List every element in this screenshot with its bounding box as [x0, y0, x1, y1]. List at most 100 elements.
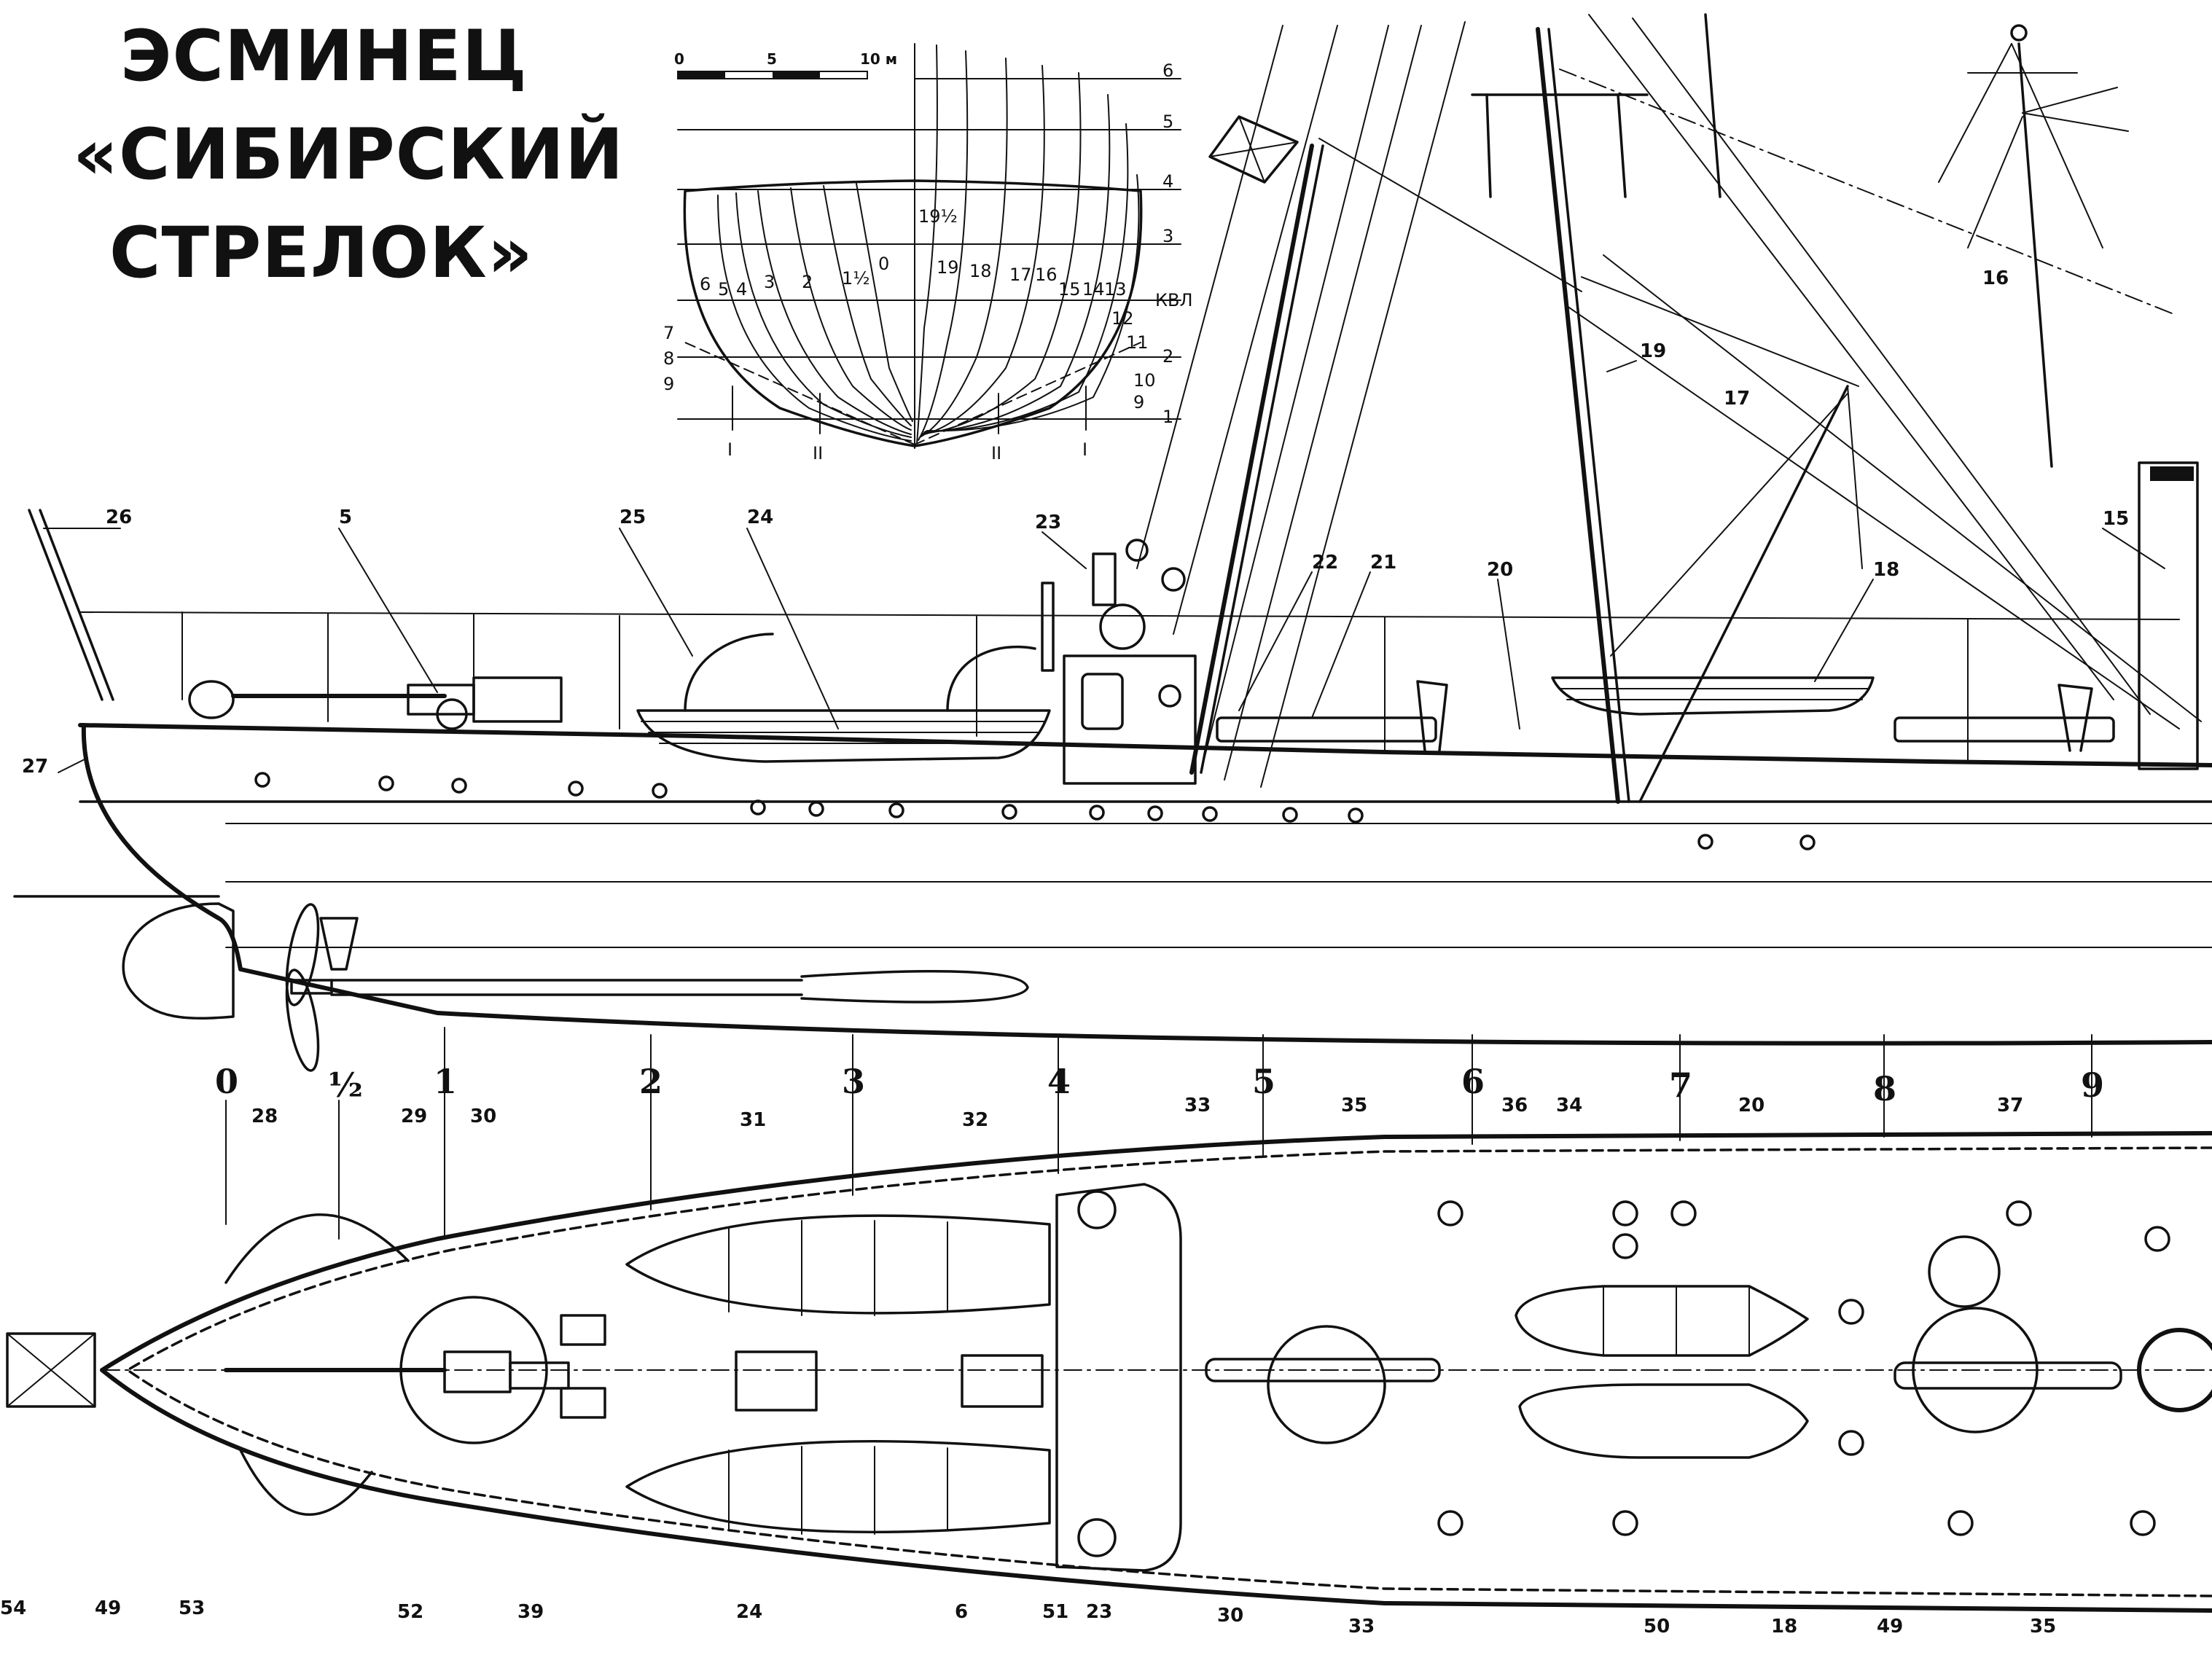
hull-side — [81, 723, 2212, 1046]
st-label: 19 — [937, 257, 959, 278]
callout-39: 39 — [517, 1601, 544, 1623]
callout-50: 50 — [1644, 1616, 1670, 1638]
st-label: 0 — [878, 254, 889, 274]
title-line-1: ЭСМИНЕЦ — [120, 15, 528, 97]
callout-22: 22 — [1312, 552, 1338, 574]
scale-bar: 0 5 10 м — [674, 50, 897, 79]
section-mark: I — [1082, 439, 1087, 460]
frame-5: 5 — [1252, 1062, 1275, 1101]
dinghy-plan — [1518, 1383, 1809, 1459]
callout-49-plan: 49 — [1877, 1616, 1903, 1638]
callout-33: 33 — [1184, 1095, 1211, 1116]
buttock-label: 8 — [663, 348, 674, 369]
callout-36: 36 — [1501, 1095, 1528, 1116]
frame-4: 4 — [1047, 1062, 1071, 1101]
scale-label-0: 0 — [674, 50, 684, 68]
portholes — [188, 680, 1816, 850]
hatch-37 — [1928, 1235, 2001, 1308]
stern-gun-icon — [231, 676, 563, 730]
callout-35: 35 — [1341, 1095, 1367, 1116]
frame-stations: 0 ½ 1 2 3 4 5 6 7 8 9 — [215, 1027, 2104, 1240]
callout-28: 28 — [251, 1106, 278, 1127]
callout-53: 53 — [179, 1597, 205, 1619]
whaleboat-profile — [636, 633, 1051, 763]
callout-18: 18 — [1873, 559, 1899, 581]
st-label: 19½ — [918, 206, 958, 227]
buttock-label: 9 — [1133, 392, 1144, 412]
st-label: 1½ — [842, 268, 870, 289]
scale-label-5: 5 — [767, 50, 777, 68]
bridge-structure — [1041, 539, 1197, 785]
title-line-3: СТРЕЛОК» — [109, 212, 534, 294]
aft-stations — [717, 183, 913, 442]
callout-31: 31 — [740, 1109, 766, 1131]
section-mark: II — [991, 443, 1001, 463]
wl-label-4: 4 — [1162, 171, 1173, 192]
buttock-labels: 7 8 9 12 11 10 9 — [663, 308, 1156, 412]
wl-label-5: 5 — [1162, 111, 1173, 132]
stern-grating — [6, 1332, 96, 1408]
section-mark: I — [727, 439, 732, 460]
rigging — [1136, 13, 2202, 804]
wl-label-2: 2 — [1162, 346, 1173, 367]
callout-25: 25 — [620, 506, 646, 528]
section-marks: I II II I — [727, 386, 1087, 463]
mizzen-mast — [2017, 42, 2053, 468]
buttock-label: 12 — [1111, 308, 1134, 329]
callout-54: 54 — [0, 1597, 26, 1619]
callout-18-plan: 18 — [1771, 1616, 1797, 1638]
callout-37: 37 — [1997, 1095, 2023, 1116]
callout-26: 26 — [106, 506, 132, 528]
buttock-label: 9 — [663, 374, 674, 394]
callout-51: 51 — [1042, 1601, 1068, 1623]
frame-8: 8 — [1873, 1069, 1896, 1108]
frame-3: 3 — [842, 1062, 865, 1101]
frame-7: 7 — [1669, 1065, 1692, 1105]
callout-5: 5 — [339, 506, 352, 528]
frame-1: 1 — [434, 1062, 457, 1101]
deck-vents — [1437, 1200, 2170, 1536]
frame-9: 9 — [2081, 1065, 2104, 1105]
callout-16: 16 — [1982, 267, 2009, 289]
buttock-label: 10 — [1133, 370, 1156, 391]
callout-19: 19 — [1640, 340, 1666, 362]
callout-15: 15 — [2103, 508, 2129, 530]
propeller-icon — [285, 903, 333, 1072]
boat-plan-upper — [625, 1214, 1051, 1316]
st-label: 15 — [1058, 279, 1081, 300]
profile-leaders — [43, 360, 2165, 773]
deck-plan: 28 29 30 31 32 33 35 36 34 20 37 54 49 5… — [0, 1095, 2212, 1638]
st-label: 16 — [1035, 265, 1058, 285]
drawing-title: ЭСМИНЕЦ «СИБИРСКИЙ СТРЕЛОК» — [73, 15, 624, 294]
wl-label-kvl: КВЛ — [1155, 290, 1193, 310]
wl-label-1: 1 — [1162, 407, 1173, 427]
callout-32: 32 — [962, 1109, 988, 1131]
st-label: 4 — [736, 279, 747, 300]
st-label: 18 — [969, 261, 992, 281]
side-profile: 26 5 25 24 23 22 21 20 19 17 18 16 15 27 — [13, 267, 2212, 1072]
frame-6: 6 — [1461, 1062, 1485, 1101]
st-label: 13 — [1104, 279, 1127, 300]
profile-callouts: 26 5 25 24 23 22 21 20 19 17 18 16 15 27 — [22, 267, 2129, 778]
wl-label-6: 6 — [1162, 60, 1173, 81]
callout-20: 20 — [1487, 559, 1513, 581]
torpedo-tube-plan — [1205, 1307, 2122, 1444]
station-labels: 6 5 4 3 2 1½ 0 19½ 19 18 17 16 15 14 13 — [700, 206, 1127, 300]
wl-label-3: 3 — [1162, 226, 1173, 246]
st-label: 6 — [700, 274, 711, 294]
callout-20-plan: 20 — [1738, 1095, 1764, 1116]
stern-gun-plan-icon — [224, 1296, 570, 1444]
callout-34: 34 — [1556, 1095, 1582, 1116]
title-line-2: «СИБИРСКИЙ — [73, 113, 624, 195]
bridge-plan — [1055, 1183, 1182, 1572]
depth-charge-rack — [1515, 1285, 1809, 1357]
callout-24: 24 — [747, 506, 773, 528]
callout-23-plan: 23 — [1086, 1601, 1112, 1623]
frame-half: ½ — [328, 1065, 363, 1105]
boat-plan-lower — [625, 1439, 1051, 1535]
buttock-label: 11 — [1126, 332, 1149, 353]
frame-0: 0 — [215, 1062, 238, 1101]
st-label: 5 — [718, 279, 729, 300]
callout-33-plan: 33 — [1348, 1616, 1375, 1638]
